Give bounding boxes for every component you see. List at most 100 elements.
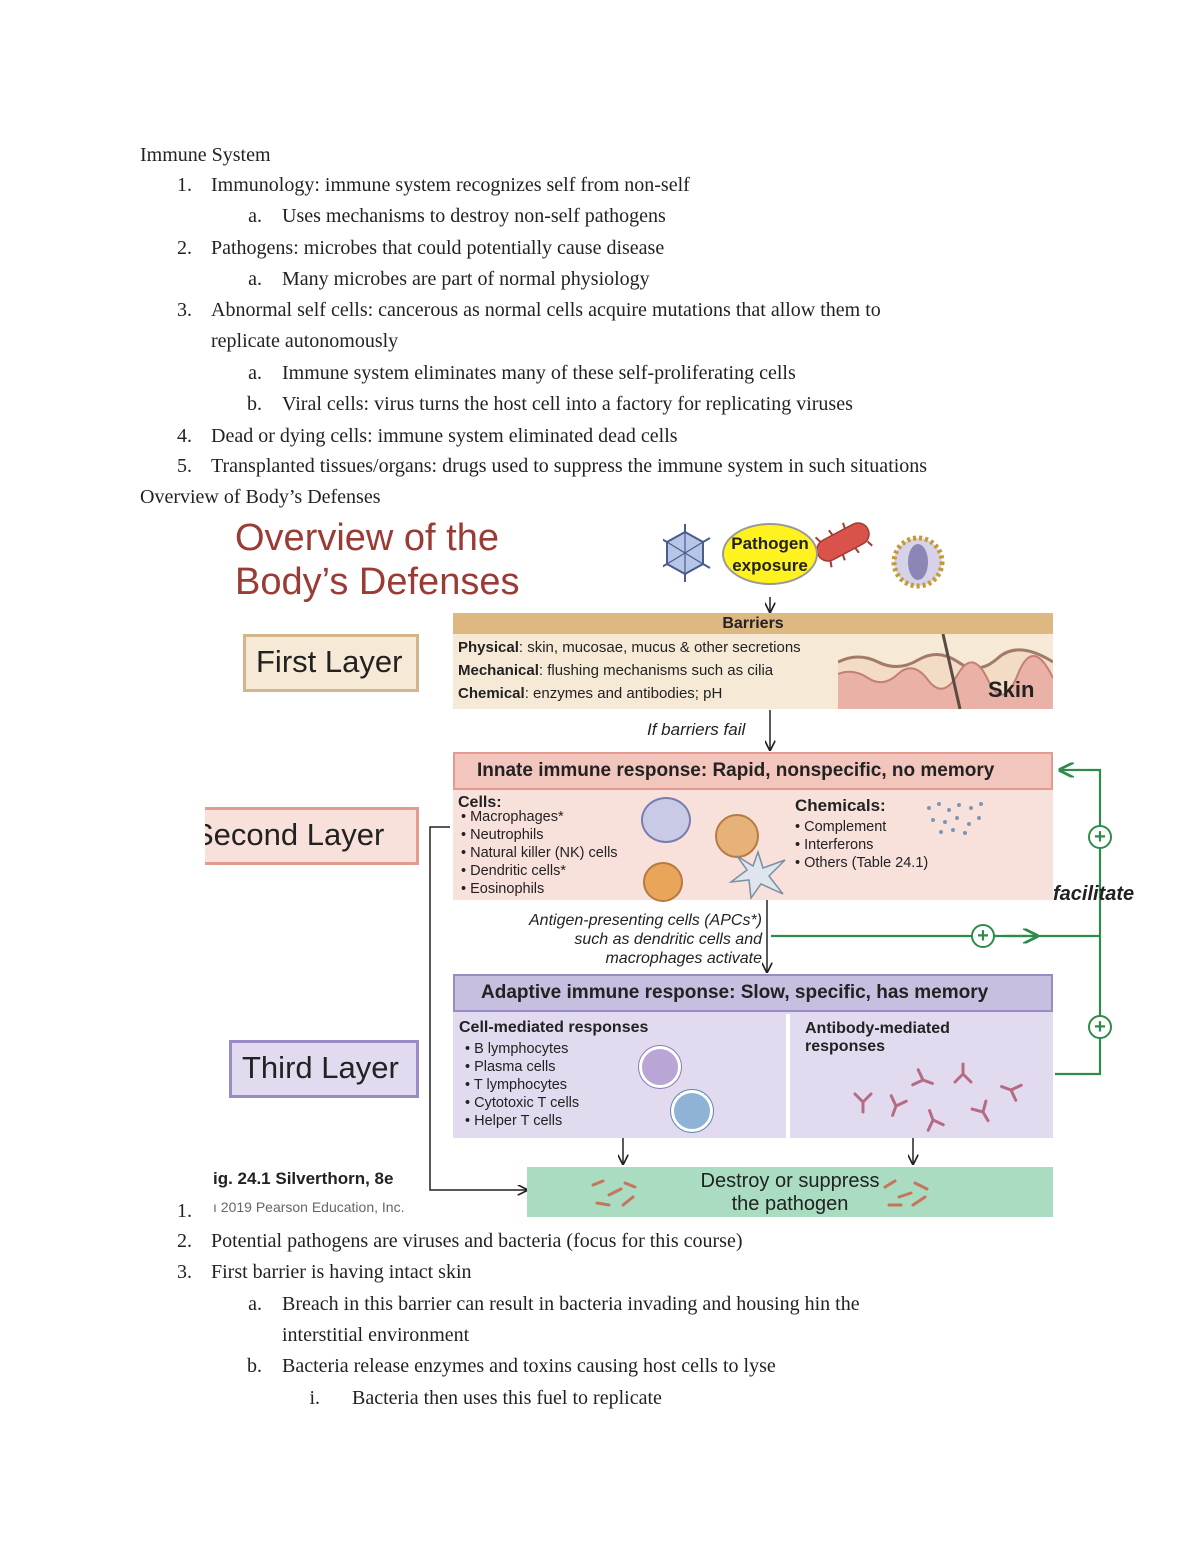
apc-line: such as dendritic cells and	[574, 931, 762, 948]
innate-cell-item: • Dendritic cells*	[461, 863, 566, 879]
innate-chemical-item: • Others (Table 24.1)	[795, 855, 929, 871]
innate-cell-item: • Eosinophils	[461, 881, 545, 897]
cell-mediated-title: Cell-mediated responses	[459, 1019, 649, 1036]
physical-label: Physical	[458, 639, 519, 656]
pathogen-label-line1: Pathogen	[731, 534, 809, 553]
list-number: 2.	[177, 237, 192, 259]
defenses-figure: + + + Overview of the Body’s Defenses Pa…	[205, 512, 1145, 1227]
mechanical-text: : flushing mechanisms such as cilia	[538, 662, 774, 679]
cell-mediated-item: • Cytotoxic T cells	[465, 1095, 580, 1111]
if-barriers-fail-label: If barriers fail	[647, 720, 746, 739]
skin-label: Skin	[988, 677, 1035, 702]
chemical-text: : enzymes and antibodies; pH	[524, 685, 723, 702]
cell-mediated-item: • Plasma cells	[465, 1059, 556, 1075]
innate-cells-list: • Macrophages* • Neutrophils • Natural k…	[461, 808, 618, 898]
list-item: Immune system eliminates many of these s…	[282, 362, 796, 384]
innate-chemical-item: • Interferons	[795, 837, 874, 853]
adaptive-response-panel: Adaptive immune response: Slow, specific…	[453, 974, 1053, 1138]
list-number: 1.	[177, 174, 192, 196]
list-item: Uses mechanisms to destroy non-self path…	[282, 205, 666, 227]
innate-cell-item: • Neutrophils	[461, 827, 544, 843]
pathogen-label-line2: exposure	[732, 556, 808, 575]
macrophage-icon	[641, 797, 691, 843]
physical-text: : skin, mucosae, mucus & other secretion…	[518, 639, 801, 656]
list-item: Bacteria then uses this fuel to replicat…	[352, 1387, 662, 1409]
barrier-mechanical: Mechanical: flushing mechanisms such as …	[458, 660, 773, 682]
svg-text:+: +	[1094, 1016, 1106, 1038]
destroy-pathogen-box: Destroy or suppress the pathogen	[527, 1167, 1053, 1217]
t-cell-icon	[671, 1090, 713, 1132]
chemical-molecules-icon	[927, 802, 983, 835]
section-heading: Overview of Body’s Defenses	[140, 486, 381, 508]
list-letter: b.	[247, 1355, 262, 1377]
first-layer-label: First Layer	[243, 634, 419, 692]
list-item: Many microbes are part of normal physiol…	[282, 268, 650, 290]
facilitate-label: facilitate	[1053, 883, 1135, 905]
antibody-title-line: responses	[805, 1038, 886, 1055]
list-item-continued: replicate autonomously	[211, 330, 399, 352]
barriers-header: Barriers	[453, 613, 1053, 634]
second-layer-label: Second Layer	[205, 807, 419, 865]
barrier-physical: Physical: skin, mucosae, mucus & other s…	[458, 637, 801, 659]
apc-line: Antigen-presenting cells (APCs*)	[529, 912, 762, 929]
svg-text:+: +	[1094, 826, 1106, 848]
list-letter: a.	[248, 268, 262, 290]
list-item: Bacteria release enzymes and toxins caus…	[282, 1355, 776, 1377]
adaptive-divider	[786, 1014, 790, 1138]
innate-cell-item: • Natural killer (NK) cells	[461, 845, 618, 861]
list-letter: a.	[248, 205, 262, 227]
destroy-line: Destroy or suppress	[700, 1170, 880, 1192]
list-item: Abnormal self cells: cancerous as normal…	[211, 299, 881, 321]
antibody-title-line: Antibody-mediated	[805, 1020, 950, 1037]
list-letter: b.	[247, 393, 262, 415]
mechanical-label: Mechanical	[458, 662, 539, 679]
innate-chemical-item: • Complement	[795, 819, 887, 835]
innate-chemicals-title: Chemicals:	[795, 796, 886, 815]
cell-mediated-item: • B lymphocytes	[465, 1041, 569, 1057]
pathogen-illustrations	[663, 522, 945, 589]
list-item: Transplanted tissues/organs: drugs used …	[211, 455, 928, 477]
list-number: 5.	[177, 455, 192, 477]
list-number: 3.	[177, 1261, 192, 1283]
innate-header: Innate immune response: Rapid, nonspecif…	[453, 752, 1053, 790]
innate-response-panel: Innate immune response: Rapid, nonspecif…	[453, 752, 1053, 902]
lysed-bacteria-icon	[591, 1179, 637, 1207]
barriers-panel: Barriers Physical: skin, mucosae, mucus …	[453, 613, 1053, 709]
chemical-label: Chemical	[458, 685, 525, 702]
list-item: Viral cells: virus turns the host cell i…	[282, 393, 853, 415]
list-item: Potential pathogens are viruses and bact…	[211, 1230, 743, 1252]
list-roman: i.	[309, 1387, 320, 1409]
cell-mediated-list: • B lymphocytes • Plasma cells • T lymph…	[465, 1040, 579, 1130]
pathogen-exposure-badge: Pathogen exposure	[722, 523, 818, 585]
list-item: Breach in this barrier can result in bac…	[282, 1293, 860, 1315]
figure-caption: ig. 24.1 Silverthorn, 8e	[213, 1169, 394, 1188]
innate-chemicals-list: • Complement • Interferons • Others (Tab…	[795, 818, 928, 872]
figure-title-line1: Overview of the	[235, 517, 499, 559]
skin-cross-section-illustration	[838, 634, 1053, 709]
list-item: Immunology: immune system recognizes sel…	[211, 174, 690, 196]
antibodies-illustration	[853, 1062, 1023, 1132]
virus-icon	[663, 524, 711, 582]
list-item: First barrier is having intact skin	[211, 1261, 472, 1283]
innate-cell-item: • Macrophages*	[461, 809, 564, 825]
list-item: Dead or dying cells: immune system elimi…	[211, 425, 678, 447]
bacterium-icon	[814, 522, 873, 568]
figure-title-line2: Body’s Defenses	[235, 561, 520, 603]
lymphocyte-icon	[639, 1046, 681, 1088]
cell-mediated-item: • T lymphocytes	[465, 1077, 568, 1093]
list-number: 3.	[177, 299, 192, 321]
figure-connectors: + + +	[429, 597, 1112, 1227]
barrier-chemical: Chemical: enzymes and antibodies; pH	[458, 683, 722, 705]
destroy-line: the pathogen	[731, 1193, 849, 1215]
list-item: Pathogens: microbes that could potential…	[211, 237, 665, 259]
list-letter: a.	[248, 362, 262, 384]
apc-line: macrophages activate	[605, 950, 762, 967]
list-item-continued: interstitial environment	[282, 1324, 470, 1346]
document-title: Immune System	[140, 144, 271, 166]
list-number: 4.	[177, 425, 192, 447]
list-letter: a.	[248, 1293, 262, 1315]
dendritic-cell-icon	[728, 849, 786, 900]
apc-activation-note: Antigen-presenting cells (APCs*) such as…	[470, 911, 762, 968]
eosinophil-icon	[643, 862, 683, 902]
list-number: 1.	[177, 1200, 192, 1222]
